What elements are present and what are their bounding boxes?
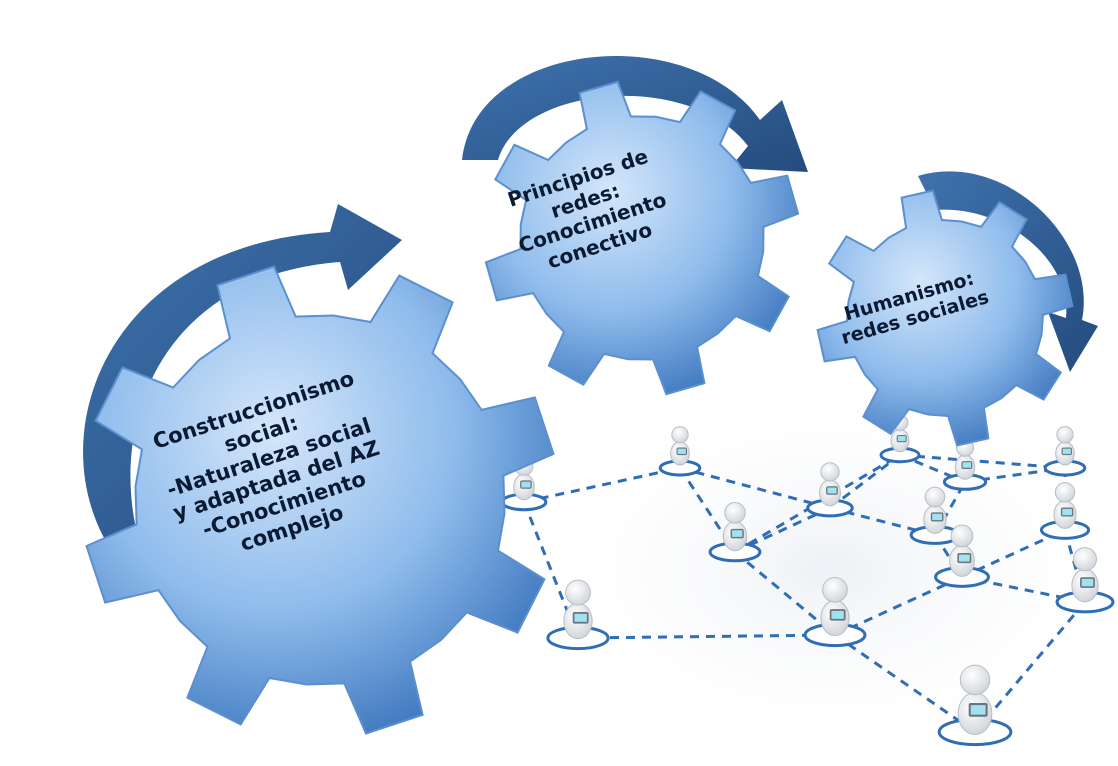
person-head [565, 579, 591, 606]
person-head [724, 501, 746, 524]
laptop-screen [1081, 578, 1094, 587]
laptop-screen [677, 448, 686, 454]
curved-arrow-icon [83, 204, 402, 545]
network-connection [973, 601, 1087, 733]
network-connection [834, 575, 963, 637]
curved-arrow-icon [918, 171, 1098, 372]
person-head [820, 462, 840, 482]
cycle-arrows [83, 55, 1098, 545]
network-connection [933, 481, 967, 536]
laptop-screen [732, 530, 743, 537]
person-head [1073, 547, 1097, 572]
network-connection [679, 466, 831, 510]
network-connection [577, 633, 836, 640]
person-head [822, 576, 848, 603]
laptop-screen [574, 613, 587, 622]
person-head [924, 486, 946, 508]
laptop-screen [962, 462, 972, 468]
laptop-screen [521, 481, 531, 488]
network-connection [1063, 529, 1087, 603]
network-connection [899, 453, 1066, 470]
gear-icon [816, 189, 1074, 447]
person-head [671, 426, 689, 444]
laptop-screen [831, 610, 844, 619]
gear-icon [85, 265, 555, 735]
laptop-screen [958, 554, 970, 562]
network-connection [734, 550, 836, 637]
laptop-screen [827, 487, 837, 494]
person-head [950, 524, 974, 548]
curved-arrow-icon [462, 55, 808, 172]
network-connection [523, 466, 681, 504]
network-people [500, 414, 1115, 747]
network-connection [834, 633, 976, 734]
gear-icon [484, 80, 800, 396]
laptop-screen [1062, 508, 1072, 516]
gears-group [85, 80, 1074, 735]
person-head [959, 664, 991, 696]
person-head [1054, 482, 1076, 503]
laptop-screen [970, 705, 986, 715]
network-connection [522, 501, 580, 639]
laptop-screen [932, 513, 943, 521]
person-head [1056, 426, 1074, 444]
laptop-screen [897, 436, 906, 442]
network-connection [899, 453, 966, 484]
laptop-screen [1062, 448, 1071, 454]
